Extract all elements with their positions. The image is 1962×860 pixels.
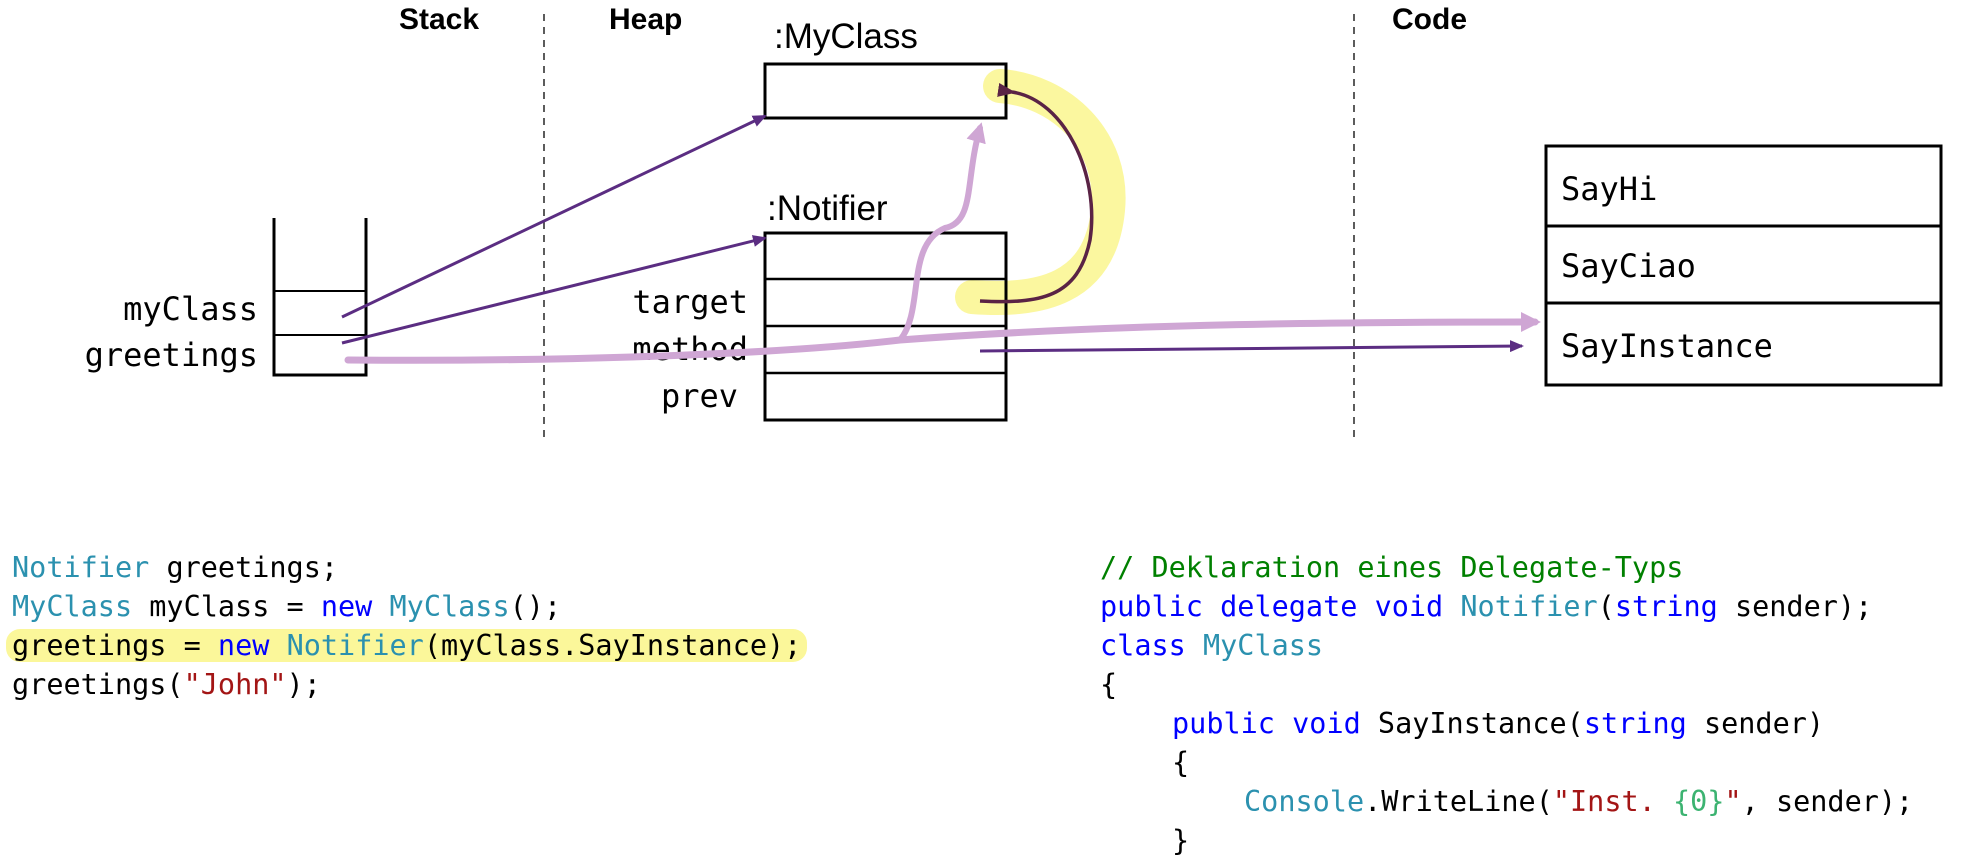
code-token: {0}	[1672, 785, 1725, 818]
code-token: {	[1100, 668, 1118, 701]
usage-line: greetings("John");	[12, 665, 807, 704]
declaration-line: {	[1100, 665, 1913, 704]
notifier-field-method: method	[632, 330, 748, 368]
code-token	[1357, 590, 1374, 623]
usage-line: MyClass myClass = new MyClass();	[12, 587, 807, 626]
code-token: // Deklaration eines Delegate-Typs	[1100, 551, 1684, 584]
usage-line: Notifier greetings;	[12, 548, 807, 587]
code-token: "John"	[183, 668, 287, 701]
code-token: );	[286, 668, 321, 701]
declaration-line: public delegate void Notifier(string sen…	[1100, 587, 1913, 626]
stack-var-greetings: greetings	[85, 336, 258, 374]
code-token: myClass =	[132, 590, 321, 623]
method-sayciao: SayCiao	[1561, 247, 1696, 285]
code-snippet-usage: Notifier greetings;MyClass myClass = new…	[6, 548, 808, 704]
code-token: Notifier	[12, 551, 150, 584]
code-token: class	[1100, 629, 1186, 662]
code-token: public	[1100, 590, 1203, 623]
arrow-greetings-to-notifier	[341, 235, 767, 345]
code-token: void	[1374, 590, 1444, 623]
code-token	[269, 629, 286, 662]
code-token: {	[1172, 746, 1190, 779]
code-token: new	[320, 590, 373, 623]
light-arrow-greetings-to-sayinstance	[344, 312, 1541, 364]
notifier-field-target: target	[632, 283, 748, 321]
declaration-line: // Deklaration eines Delegate-Typs	[1100, 548, 1913, 587]
code-token	[1186, 629, 1203, 662]
usage-line: greetings = new Notifier(myClass.SayInst…	[6, 626, 808, 665]
code-token: .WriteLine(	[1364, 785, 1553, 818]
arrow-method-to-sayinstance	[979, 340, 1524, 353]
code-token: MyClass	[389, 590, 510, 623]
code-token: "Inst.	[1552, 785, 1673, 818]
light-arrow-to-myclass	[897, 122, 986, 343]
declaration-line: {	[1100, 743, 1913, 782]
code-token: MyClass	[12, 590, 133, 623]
method-table	[1544, 144, 1943, 387]
code-token: (	[1597, 590, 1615, 623]
code-token: }	[1172, 824, 1190, 857]
code-token: MyClass	[1202, 629, 1324, 662]
code-token: sender);	[1717, 590, 1873, 623]
code-token: greetings(	[12, 668, 184, 701]
stack-frame	[272, 218, 368, 377]
code-token	[1275, 707, 1292, 740]
stack-header: Stack	[399, 3, 479, 36]
code-token: public	[1172, 707, 1275, 740]
target-highlight	[955, 69, 1126, 315]
declaration-line: }	[1100, 821, 1913, 860]
declaration-line: class MyClass	[1100, 626, 1913, 665]
code-token: Notifier	[1460, 590, 1598, 623]
code-token: (myClass.SayInstance);	[423, 629, 802, 662]
code-token: string	[1614, 590, 1718, 623]
code-token	[372, 590, 389, 623]
code-token	[1443, 590, 1460, 623]
myclass-object-title: :MyClass	[774, 17, 918, 56]
code-token: greetings;	[149, 551, 339, 584]
code-token: delegate	[1220, 590, 1358, 623]
myclass-object-box	[763, 62, 1008, 120]
code-token: new	[217, 629, 270, 662]
code-token: string	[1583, 707, 1687, 740]
code-token	[1203, 590, 1220, 623]
heap-header: Heap	[609, 3, 682, 36]
code-token: "	[1724, 785, 1742, 818]
code-header: Code	[1392, 3, 1467, 36]
notifier-field-prev: prev	[661, 377, 738, 415]
code-token: void	[1292, 707, 1361, 740]
code-token: greetings =	[12, 629, 218, 662]
notifier-object-title: :Notifier	[767, 189, 888, 228]
arrow-myclass-to-object	[341, 114, 767, 319]
method-sayhi: SayHi	[1561, 170, 1657, 208]
declaration-line: Console.WriteLine("Inst. {0}", sender);	[1100, 782, 1913, 821]
code-token: Console	[1244, 785, 1365, 818]
notifier-object-box	[763, 231, 1008, 422]
code-token: SayInstance(	[1360, 707, 1584, 740]
code-token: Notifier	[286, 629, 424, 662]
highlighted-code-line: greetings = new Notifier(myClass.SayInst…	[6, 629, 808, 662]
stack-var-myclass: myClass	[123, 290, 258, 328]
method-sayinstance: SayInstance	[1561, 327, 1773, 365]
arrow-target-to-myclass	[979, 82, 1094, 304]
code-token: , sender);	[1741, 785, 1914, 818]
code-token: sender)	[1686, 707, 1825, 740]
code-token: ();	[509, 590, 562, 623]
declaration-line: public void SayInstance(string sender)	[1100, 704, 1913, 743]
